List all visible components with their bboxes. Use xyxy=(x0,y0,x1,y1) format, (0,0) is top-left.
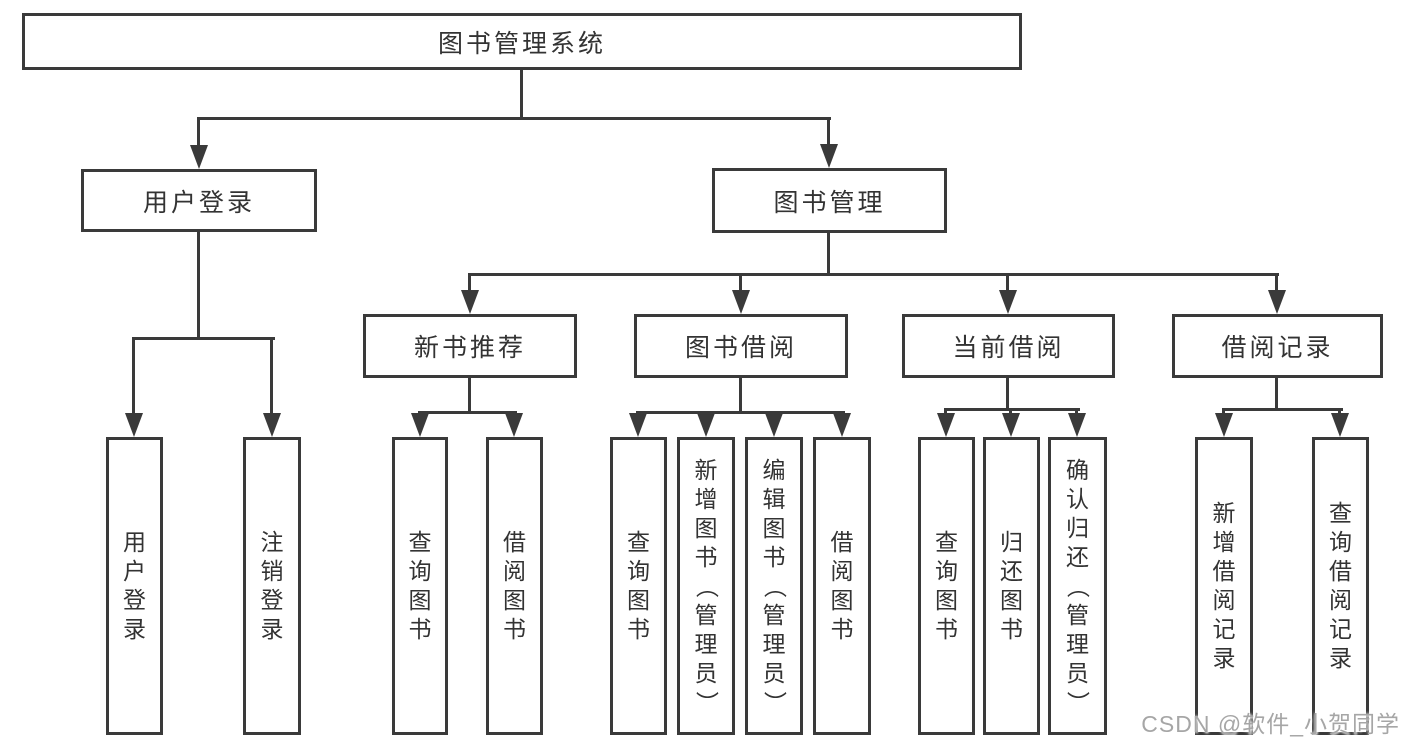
arrowhead-borrow-leaf-2 xyxy=(697,413,715,437)
arrowhead-borrow-leaf-1 xyxy=(629,413,647,437)
arrowhead-borrow-leaf-3 xyxy=(765,413,783,437)
connector-borrow-stem xyxy=(739,378,742,411)
arrowhead-to-new-book xyxy=(461,290,479,314)
node-root-label: 图书管理系统 xyxy=(437,29,606,58)
arrowhead-to-user-login xyxy=(190,145,208,169)
connector-mgmt-arrow-stem-1 xyxy=(468,273,471,293)
node-current-borrow-label: 当前借阅 xyxy=(952,334,1065,362)
connector-record-arrow-stem-1 xyxy=(1222,408,1225,416)
connector-newbook-hbar xyxy=(418,411,517,414)
leaf-borrow-books-newbook: 借阅图书 xyxy=(486,437,543,735)
connector-root-arrow-stem-right xyxy=(827,117,830,146)
arrowhead-to-book-mgmt xyxy=(820,144,838,168)
csdn-watermark: CSDN @软件_小贺同学 xyxy=(1141,711,1400,737)
connector-record-hbar xyxy=(1222,408,1343,411)
arrowhead-to-borrow-record xyxy=(1268,290,1286,314)
connector-login-hbar xyxy=(132,337,275,340)
arrowhead-to-book-borrow xyxy=(732,290,750,314)
node-book-borrow: 图书借阅 xyxy=(634,314,848,378)
connector-record-stem xyxy=(1275,378,1278,408)
connector-login-arrow-stem-1 xyxy=(132,337,135,415)
arrowhead-borrow-leaf-4 xyxy=(833,413,851,437)
connector-record-arrow-stem-2 xyxy=(1338,408,1341,416)
node-new-book: 新书推荐 xyxy=(363,314,577,378)
node-book-mgmt: 图书管理 xyxy=(712,168,947,233)
connector-root-arrow-stem-left xyxy=(197,117,200,147)
leaf-query-books-current: 查询图书 xyxy=(918,437,975,735)
connector-newbook-stem xyxy=(468,378,471,411)
node-new-book-label: 新书推荐 xyxy=(413,334,526,362)
arrowhead-to-leaf-user-login xyxy=(125,413,143,437)
arrowhead-record-leaf-2 xyxy=(1331,413,1349,437)
connector-login-stem xyxy=(197,232,200,337)
connector-root-stem xyxy=(520,70,523,117)
leaf-add-borrow-record: 新增借阅记录 xyxy=(1195,437,1253,735)
connector-login-arrow-stem-2 xyxy=(270,337,273,415)
leaf-confirm-return-admin: 确认归还（管理员） xyxy=(1048,437,1107,735)
node-borrow-record: 借阅记录 xyxy=(1172,314,1383,378)
leaf-add-books-admin: 新增图书（管理员） xyxy=(677,437,735,735)
connector-current-arrow-stem-1 xyxy=(944,408,947,416)
leaf-query-books-newbook: 查询图书 xyxy=(392,437,448,735)
connector-root-hbar xyxy=(197,117,831,120)
node-user-login: 用户登录 xyxy=(81,169,317,232)
leaf-user-login: 用户登录 xyxy=(106,437,163,735)
arrowhead-record-leaf-1 xyxy=(1215,413,1233,437)
node-book-borrow-label: 图书借阅 xyxy=(684,334,797,362)
node-book-mgmt-label: 图书管理 xyxy=(773,188,886,217)
connector-current-arrow-stem-2 xyxy=(1009,408,1012,416)
arrowhead-current-leaf-2 xyxy=(1002,413,1020,437)
connector-mgmt-arrow-stem-4 xyxy=(1275,273,1278,293)
leaf-borrow-books-borrow: 借阅图书 xyxy=(813,437,871,735)
connector-borrow-hbar xyxy=(636,411,845,414)
arrowhead-to-current-borrow xyxy=(999,290,1017,314)
leaf-return-books: 归还图书 xyxy=(983,437,1040,735)
connector-current-arrow-stem-3 xyxy=(1075,408,1078,416)
leaf-edit-books-admin: 编辑图书（管理员） xyxy=(745,437,803,735)
arrowhead-newbook-leaf-2 xyxy=(505,413,523,437)
arrowhead-current-leaf-3 xyxy=(1068,413,1086,437)
node-root-system: 图书管理系统 xyxy=(22,13,1022,70)
connector-mgmt-hbar xyxy=(468,273,1279,276)
node-borrow-record-label: 借阅记录 xyxy=(1221,334,1334,362)
connector-mgmt-arrow-stem-2 xyxy=(739,273,742,293)
node-user-login-label: 用户登录 xyxy=(142,188,255,217)
node-current-borrow: 当前借阅 xyxy=(902,314,1115,378)
connector-mgmt-stem xyxy=(827,233,830,273)
arrowhead-to-leaf-logout xyxy=(263,413,281,437)
leaf-logout: 注销登录 xyxy=(243,437,301,735)
leaf-query-borrow-record: 查询借阅记录 xyxy=(1312,437,1369,735)
connector-mgmt-arrow-stem-3 xyxy=(1006,273,1009,293)
connector-current-hbar xyxy=(944,408,1080,411)
connector-current-stem xyxy=(1006,378,1009,408)
leaf-query-books-borrow: 查询图书 xyxy=(610,437,667,735)
arrowhead-current-leaf-1 xyxy=(937,413,955,437)
arrowhead-newbook-leaf-1 xyxy=(411,413,429,437)
